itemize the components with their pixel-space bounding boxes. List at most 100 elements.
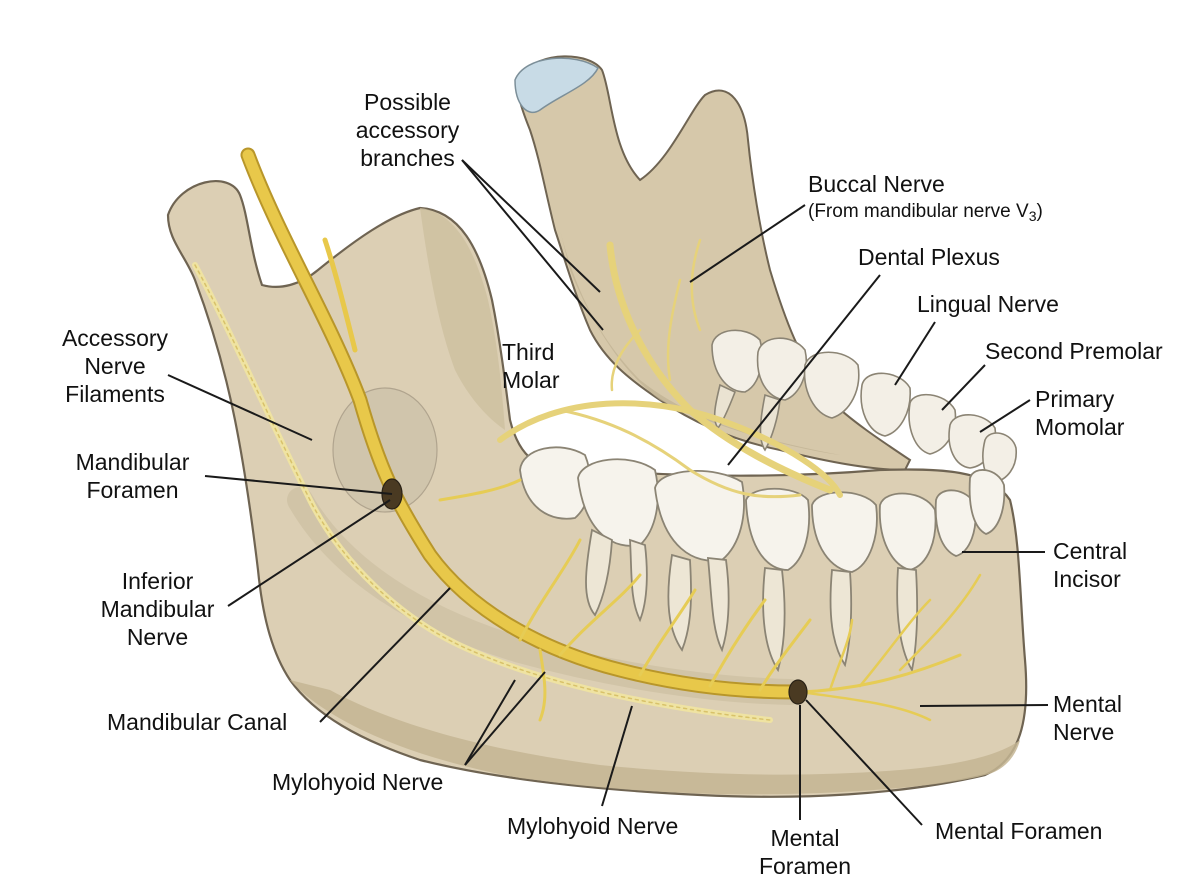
label-line: Molar bbox=[502, 367, 560, 393]
label-line: branches bbox=[360, 145, 455, 171]
leader-accessory-filaments bbox=[167, 374, 313, 441]
far-tooth bbox=[756, 337, 807, 401]
buccal-branch bbox=[610, 328, 642, 392]
far-ramus bbox=[514, 55, 912, 472]
dental-branch bbox=[638, 588, 697, 677]
label-mylohyoid-nerve-2: Mylohyoid Nerve bbox=[507, 813, 679, 839]
label-dental-plexus: Dental Plexus bbox=[858, 244, 1000, 270]
far-tooth bbox=[803, 351, 860, 419]
label-buccal-subtitle: (From mandibular nerve V3) bbox=[808, 198, 1043, 230]
canine-root bbox=[896, 567, 919, 673]
label-primary-momolar: Primary Momolar bbox=[1035, 385, 1124, 441]
mental-nerve bbox=[858, 598, 932, 688]
leader-lingual bbox=[894, 321, 936, 386]
label-line: Momolar bbox=[1035, 414, 1125, 440]
mental-nerve bbox=[828, 618, 854, 692]
near-incisor bbox=[968, 469, 1006, 535]
near-incisor bbox=[934, 489, 977, 557]
secondary-trunk bbox=[322, 237, 358, 353]
label-line: Third bbox=[502, 339, 555, 365]
leader-mylohyoid-1 bbox=[464, 679, 516, 766]
near-teeth bbox=[519, 446, 1006, 673]
buccal-branch bbox=[666, 278, 682, 382]
leader-mandibular-foramen bbox=[204, 475, 393, 495]
label-line: Possible bbox=[364, 89, 451, 115]
label-line: Mandibular bbox=[100, 596, 215, 622]
label-mental-foramen-2: Mental Foramen bbox=[935, 818, 1103, 844]
label-mental-foramen-1: Mental Foramen bbox=[755, 824, 855, 880]
label-line: Accessory bbox=[61, 325, 169, 351]
near-canine bbox=[878, 492, 937, 571]
label-line: Nerve bbox=[126, 624, 189, 650]
label-mental-nerve: Mental Nerve bbox=[1053, 690, 1122, 746]
subtitle-index: 3 bbox=[1028, 208, 1037, 224]
buccal-branch bbox=[690, 238, 702, 332]
label-mandibular-canal: Mandibular Canal bbox=[107, 709, 288, 735]
leader-mental-foramen-2 bbox=[805, 699, 923, 826]
leader-possible-accessory bbox=[461, 159, 601, 293]
label-line: Central bbox=[1053, 538, 1128, 564]
label-second-premolar: Second Premolar bbox=[985, 338, 1163, 364]
label-third-molar: Third Molar bbox=[502, 338, 560, 394]
label-line: Mental bbox=[770, 825, 840, 851]
label-line: accessory bbox=[355, 117, 460, 143]
label-line: Buccal Nerve bbox=[808, 171, 945, 197]
buccal-nerve-trunk bbox=[606, 241, 834, 494]
mental-nerve bbox=[798, 653, 962, 694]
label-lingual-nerve: Lingual Nerve bbox=[917, 291, 1059, 317]
subtitle-prefix: (From mandibular nerve V bbox=[808, 201, 1029, 222]
far-tooth bbox=[860, 372, 911, 437]
label-line: Nerve bbox=[1053, 719, 1115, 745]
leader-buccal bbox=[689, 204, 806, 283]
label-line: Incisor bbox=[1053, 566, 1121, 592]
dental-branch bbox=[438, 478, 522, 502]
condyle-cartilage bbox=[514, 57, 599, 113]
leader-lines bbox=[167, 159, 1049, 826]
label-mylohyoid-nerve-1: Mylohyoid Nerve bbox=[272, 769, 444, 795]
near-premolar bbox=[745, 487, 810, 571]
leader-mylohyoid-2 bbox=[601, 705, 633, 807]
far-tooth bbox=[982, 432, 1017, 483]
label-line: Foramen bbox=[86, 477, 179, 503]
label-mandibular-foramen: Mandibular Foramen bbox=[60, 448, 205, 504]
leader-inferior-mandibular bbox=[227, 499, 391, 607]
label-line: Filaments bbox=[65, 381, 165, 407]
mental-nerve bbox=[898, 573, 982, 672]
molar-root bbox=[629, 538, 648, 623]
label-line: Primary bbox=[1035, 386, 1115, 412]
dental-branch bbox=[758, 618, 812, 692]
molar-root bbox=[667, 553, 692, 652]
leader-second-premolar bbox=[941, 364, 986, 411]
plexus-branch bbox=[558, 408, 802, 499]
inferior-mandibular-nerve bbox=[242, 149, 801, 698]
premolar-root bbox=[762, 566, 786, 673]
label-line: Nerve bbox=[84, 353, 146, 379]
coronoid-shade bbox=[420, 208, 505, 430]
label-central-incisor: Central Incisor bbox=[1053, 537, 1127, 593]
leader-dental-plexus bbox=[727, 274, 881, 466]
far-ramus-body bbox=[517, 55, 912, 472]
label-line: Inferior bbox=[121, 568, 194, 594]
dental-branch bbox=[538, 648, 547, 722]
label-line: Mandibular bbox=[75, 449, 190, 475]
leader-mental-nerve bbox=[919, 704, 1049, 707]
label-buccal-nerve: Buccal Nerve (From mandibular nerve V3) bbox=[808, 170, 1043, 230]
leader-mandibular-canal bbox=[319, 587, 451, 723]
dental-branch bbox=[558, 573, 642, 657]
premolar-root bbox=[829, 569, 853, 668]
subtitle-suffix: ) bbox=[1036, 201, 1043, 222]
nerves bbox=[192, 147, 982, 723]
molar-root bbox=[585, 528, 613, 617]
leader-mylohyoid-1 bbox=[464, 671, 546, 766]
accessory-filament-inner bbox=[194, 264, 771, 721]
label-inferior-mandibular-nerve: Inferior Mandibular Nerve bbox=[85, 567, 230, 651]
mental-nerve bbox=[798, 690, 932, 722]
far-teeth bbox=[711, 329, 1017, 483]
label-accessory-nerve-filaments: Accessory Nerve Filaments bbox=[45, 324, 185, 408]
label-line: Foramen bbox=[758, 853, 852, 879]
dental-branch bbox=[708, 598, 767, 688]
second-molar bbox=[577, 458, 659, 547]
dental-branch bbox=[518, 538, 582, 642]
